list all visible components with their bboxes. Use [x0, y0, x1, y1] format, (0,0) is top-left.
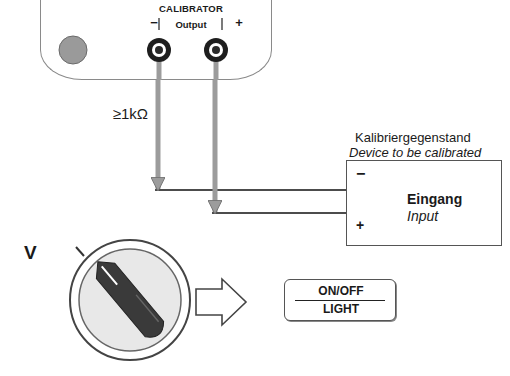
lead-wire	[213, 80, 218, 212]
rotary-switch-knob	[89, 254, 168, 342]
switch-tick	[76, 247, 84, 256]
calibrator-housing: CALIBRATOR− Output +	[40, 0, 272, 80]
rotary-switch-face	[79, 249, 181, 351]
device-heading: Device to be calibrated	[349, 146, 481, 161]
device-heading: Kalibriergegenstand	[355, 131, 471, 146]
polarity-sign: +	[235, 16, 243, 31]
rotary-switch-ring	[70, 240, 190, 360]
socket-part	[212, 46, 220, 54]
hollow-arrow	[196, 279, 246, 325]
input-label: Input	[407, 208, 438, 224]
button-divider	[295, 300, 385, 301]
polarity-sign: −	[356, 165, 365, 183]
test-lead	[155, 80, 346, 190]
button-label: LIGHT	[323, 303, 359, 317]
polarity-sign: −	[150, 16, 158, 31]
input-wire	[212, 212, 346, 214]
panel-label: CALIBRATOR	[159, 4, 223, 15]
socket-part	[59, 36, 87, 64]
panel-label: Output	[175, 20, 206, 31]
input-label: Eingang	[407, 191, 462, 207]
onoff-button: ON/OFF LIGHT	[284, 279, 396, 321]
socket-art	[41, 0, 271, 79]
button-label: ON/OFF	[318, 285, 363, 299]
socket-part	[204, 38, 228, 62]
socket-part	[155, 46, 163, 54]
resistance-label: ≥1kΩ	[113, 105, 148, 122]
lead-wire	[156, 80, 161, 189]
device-box: KalibriergegenstandDevice to be calibrat…	[346, 160, 502, 246]
socket-part	[147, 38, 171, 62]
input-wire	[155, 189, 346, 191]
socket-part	[152, 43, 166, 57]
test-lead	[212, 80, 346, 213]
socket-part	[158, 18, 159, 30]
socket-part	[209, 43, 223, 57]
range-letter: V	[24, 242, 37, 264]
polarity-sign: +	[356, 217, 364, 233]
socket-part	[221, 18, 222, 30]
